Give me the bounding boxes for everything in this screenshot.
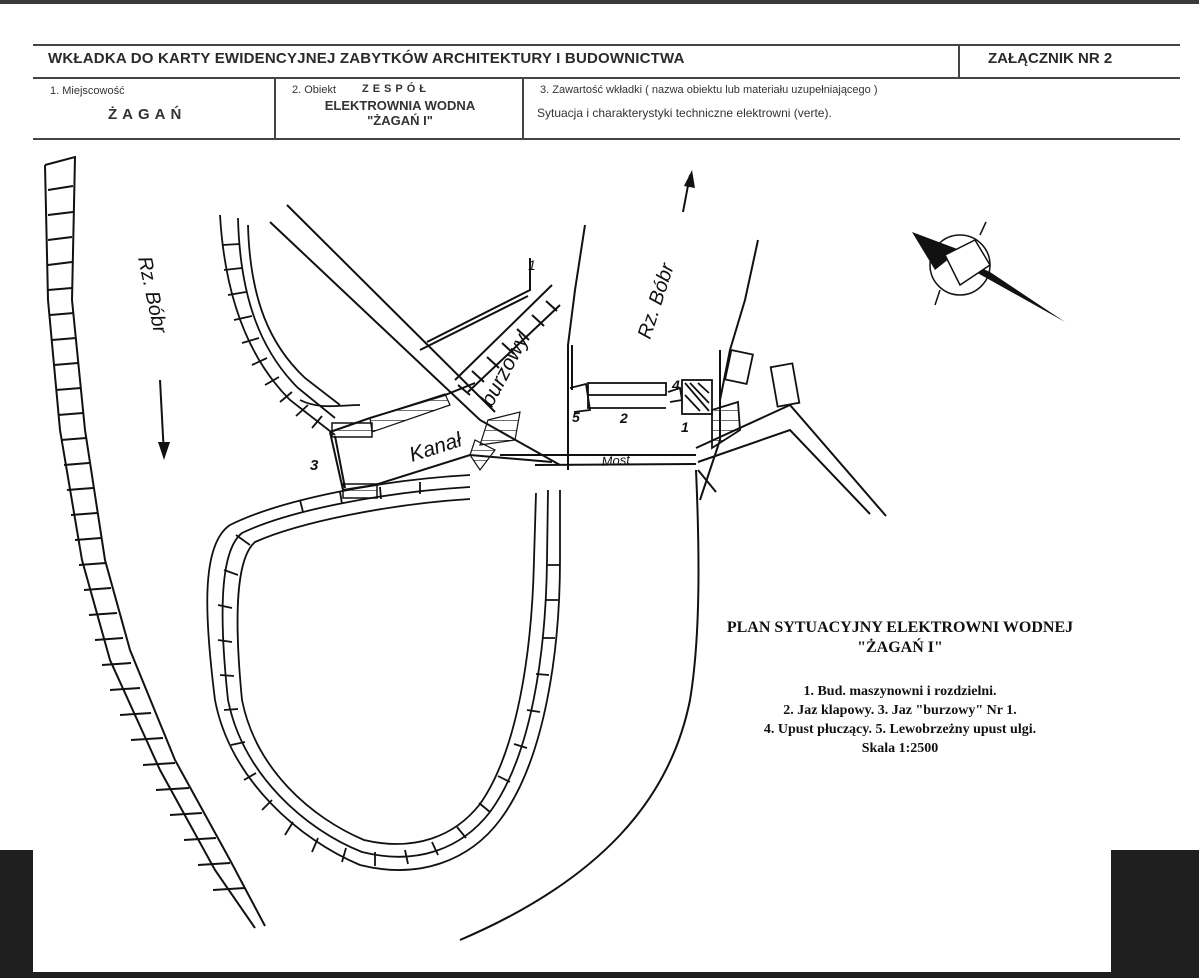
legend-title-2: "ŻAGAŃ I" <box>857 639 943 656</box>
form-border-mid <box>33 77 1180 79</box>
form-divider-annex <box>958 44 960 78</box>
north-arrow-icon <box>912 221 1065 322</box>
canal-label-1: Kanał <box>406 428 465 467</box>
bridge-label: Most <box>601 452 632 469</box>
object-name: ELEKTROWNIA WODNA "ŻAGAŃ I" <box>300 98 500 128</box>
form-border-top <box>33 44 1180 46</box>
form-divider-2 <box>522 77 524 139</box>
marker-3: 3 <box>310 457 319 474</box>
river-label-left: Rz. Bóbr <box>133 254 171 336</box>
contents-value: Sytuacja i charakterystyki techniczne el… <box>537 106 832 120</box>
marker-1-road: 1 <box>528 257 536 273</box>
legend-line-1: 1. Bud. maszynowni i rozdzielni. <box>803 684 997 699</box>
left-river-bank <box>44 155 266 929</box>
upper-left-dike <box>219 214 361 436</box>
legend-line-3: 4. Upust płuczący. 5. Lewobrzeżny upust … <box>763 722 1037 737</box>
map-legend: PLAN SYTUACYJNY ELEKTROWNI WODNEJ "ŻAGAŃ… <box>680 618 1120 758</box>
canal-hatch-top <box>369 393 451 433</box>
legend-line-2: 2. Jaz klapowy. 3. Jaz "burzowy" Nr 1. <box>783 703 1017 718</box>
legend-scale: Skala 1:2500 <box>861 741 939 756</box>
locality-label: 1. Miejscowość <box>50 85 125 97</box>
bridge <box>500 454 697 466</box>
flow-arrow-left-head <box>158 442 170 460</box>
marker-1: 1 <box>681 419 689 435</box>
plant-structures <box>569 348 801 450</box>
canal-weir-bottom <box>342 483 378 499</box>
marker-2: 2 <box>619 410 628 426</box>
form-divider-1 <box>274 77 276 139</box>
annex-number: ZAŁĄCZNIK NR 2 <box>988 50 1113 67</box>
scan-top-edge <box>0 0 1199 4</box>
form-title: WKŁADKA DO KARTY EWIDENCYJNEJ ZABYTKÓW A… <box>48 50 685 67</box>
right-bank-line <box>459 469 700 941</box>
river-label-right: Rz. Bóbr <box>634 259 679 341</box>
canal-weir-top <box>331 422 373 438</box>
locality-value: ŻAGAŃ <box>108 106 187 123</box>
island-dike <box>206 474 561 871</box>
marker-5: 5 <box>572 409 580 425</box>
map-sheet <box>33 150 1111 972</box>
marker-4: 4 <box>671 377 680 393</box>
legend-title-1: PLAN SYTUACYJNY ELEKTROWNI WODNEJ <box>726 619 1074 636</box>
object-name-line1: ELEKTROWNIA WODNA <box>324 98 476 113</box>
flow-arrow-up-head <box>684 170 695 188</box>
object-name-line2: "ŻAGAŃ I" <box>367 113 433 128</box>
form-border-bottom <box>33 138 1180 140</box>
canal-hatch-mid <box>479 411 521 446</box>
contents-label: 3. Zawartość wkładki ( nazwa obiektu lub… <box>540 84 878 96</box>
object-label: 2. Obiekt <box>292 84 337 96</box>
object-group: ZESPÓŁ <box>362 83 431 95</box>
roads <box>269 204 887 517</box>
canal-hatch-low <box>469 439 496 472</box>
canal-label-2: burzowy <box>476 329 534 410</box>
